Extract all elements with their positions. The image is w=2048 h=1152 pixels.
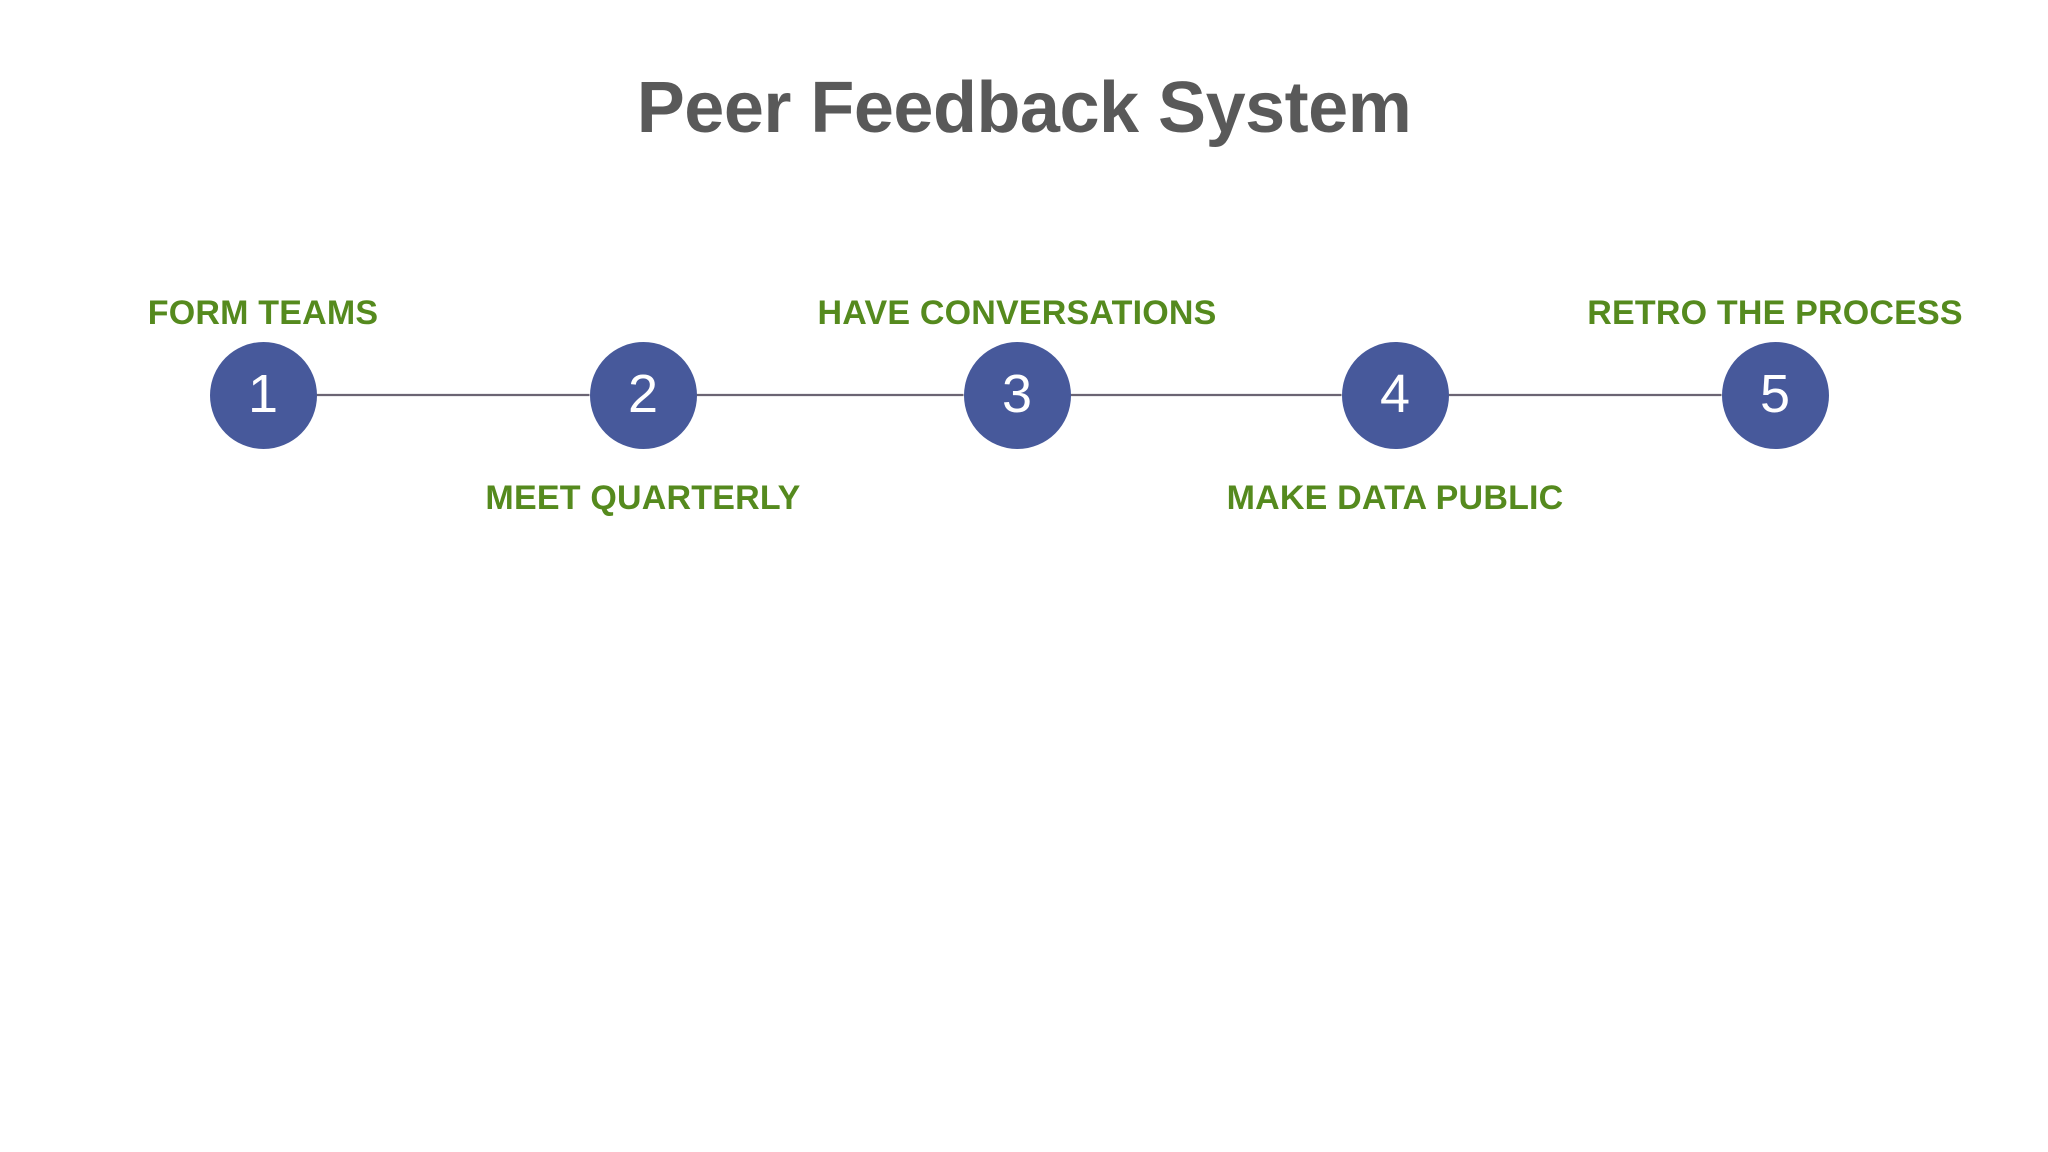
timeline-node-2[interactable]: 2 — [589, 341, 697, 449]
step-label-3: HAVE CONVERSATIONS — [817, 293, 1217, 332]
step-label-5: RETRO THE PROCESS — [1587, 293, 1963, 332]
timeline-node-1[interactable]: 1 — [209, 341, 317, 449]
node-number: 3 — [1001, 364, 1033, 424]
node-number: 1 — [247, 364, 279, 424]
page-title: Peer Feedback System — [636, 68, 1412, 148]
step-label-4: MAKE DATA PUBLIC — [1226, 478, 1564, 517]
timeline-node-5[interactable]: 5 — [1721, 341, 1829, 449]
step-label-2: MEET QUARTERLY — [485, 478, 801, 517]
node-number: 2 — [627, 364, 659, 424]
node-number: 4 — [1379, 364, 1411, 424]
timeline-node-4[interactable]: 4 — [1341, 341, 1449, 449]
step-label-1: FORM TEAMS — [147, 293, 379, 332]
node-number: 5 — [1759, 364, 1791, 424]
timeline-node-3[interactable]: 3 — [963, 341, 1071, 449]
